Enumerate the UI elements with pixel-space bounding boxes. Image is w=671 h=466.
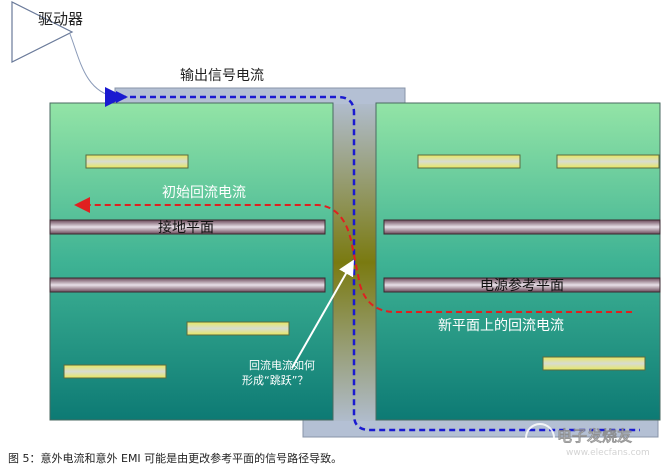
ground-plane-left xyxy=(49,219,326,235)
signal-current-path xyxy=(105,87,640,432)
output-signal-current-label: 输出信号电流 xyxy=(180,68,264,84)
trace xyxy=(542,356,646,371)
power-plane-right xyxy=(383,277,661,293)
ground-plane-right xyxy=(383,219,661,235)
power-reference-plane-label: 电源参考平面 xyxy=(480,277,564,294)
signal-traces xyxy=(63,154,660,379)
initial-return-current-label: 初始回流电流 xyxy=(162,184,246,201)
signal-current-arrow-icon xyxy=(116,91,128,103)
ground-plane-label: 接地平面 xyxy=(158,219,214,236)
reference-planes xyxy=(49,219,661,293)
new-plane-return-current-label: 新平面上的回流电流 xyxy=(438,318,564,334)
driver-triangle-icon xyxy=(11,1,74,63)
power-plane-left xyxy=(49,277,326,293)
jump-question-line2: 形成“跳跃”？ xyxy=(242,373,308,387)
figure-caption: 图 5：意外电流和意外 EMI 可能是由更改参考平面的信号路径导致。 xyxy=(8,451,342,465)
watermark-url: www.elecfans.com xyxy=(566,448,650,458)
watermark-logo: 电子发烧友 www.elecfans.com xyxy=(525,423,650,458)
right-board xyxy=(375,102,661,421)
driver-label: 驱动器 xyxy=(38,10,83,28)
trace xyxy=(417,154,521,169)
driver-wire xyxy=(69,33,117,98)
trace xyxy=(63,364,167,379)
via-column xyxy=(333,104,378,421)
watermark-brand: 电子发烧友 xyxy=(557,427,632,445)
trace xyxy=(186,321,290,336)
jump-question-line1: 回流电流如何 xyxy=(249,358,315,372)
return-current-path xyxy=(74,197,632,313)
trace xyxy=(85,154,189,169)
trace xyxy=(556,154,660,169)
jump-pointer-arrow xyxy=(291,259,354,369)
